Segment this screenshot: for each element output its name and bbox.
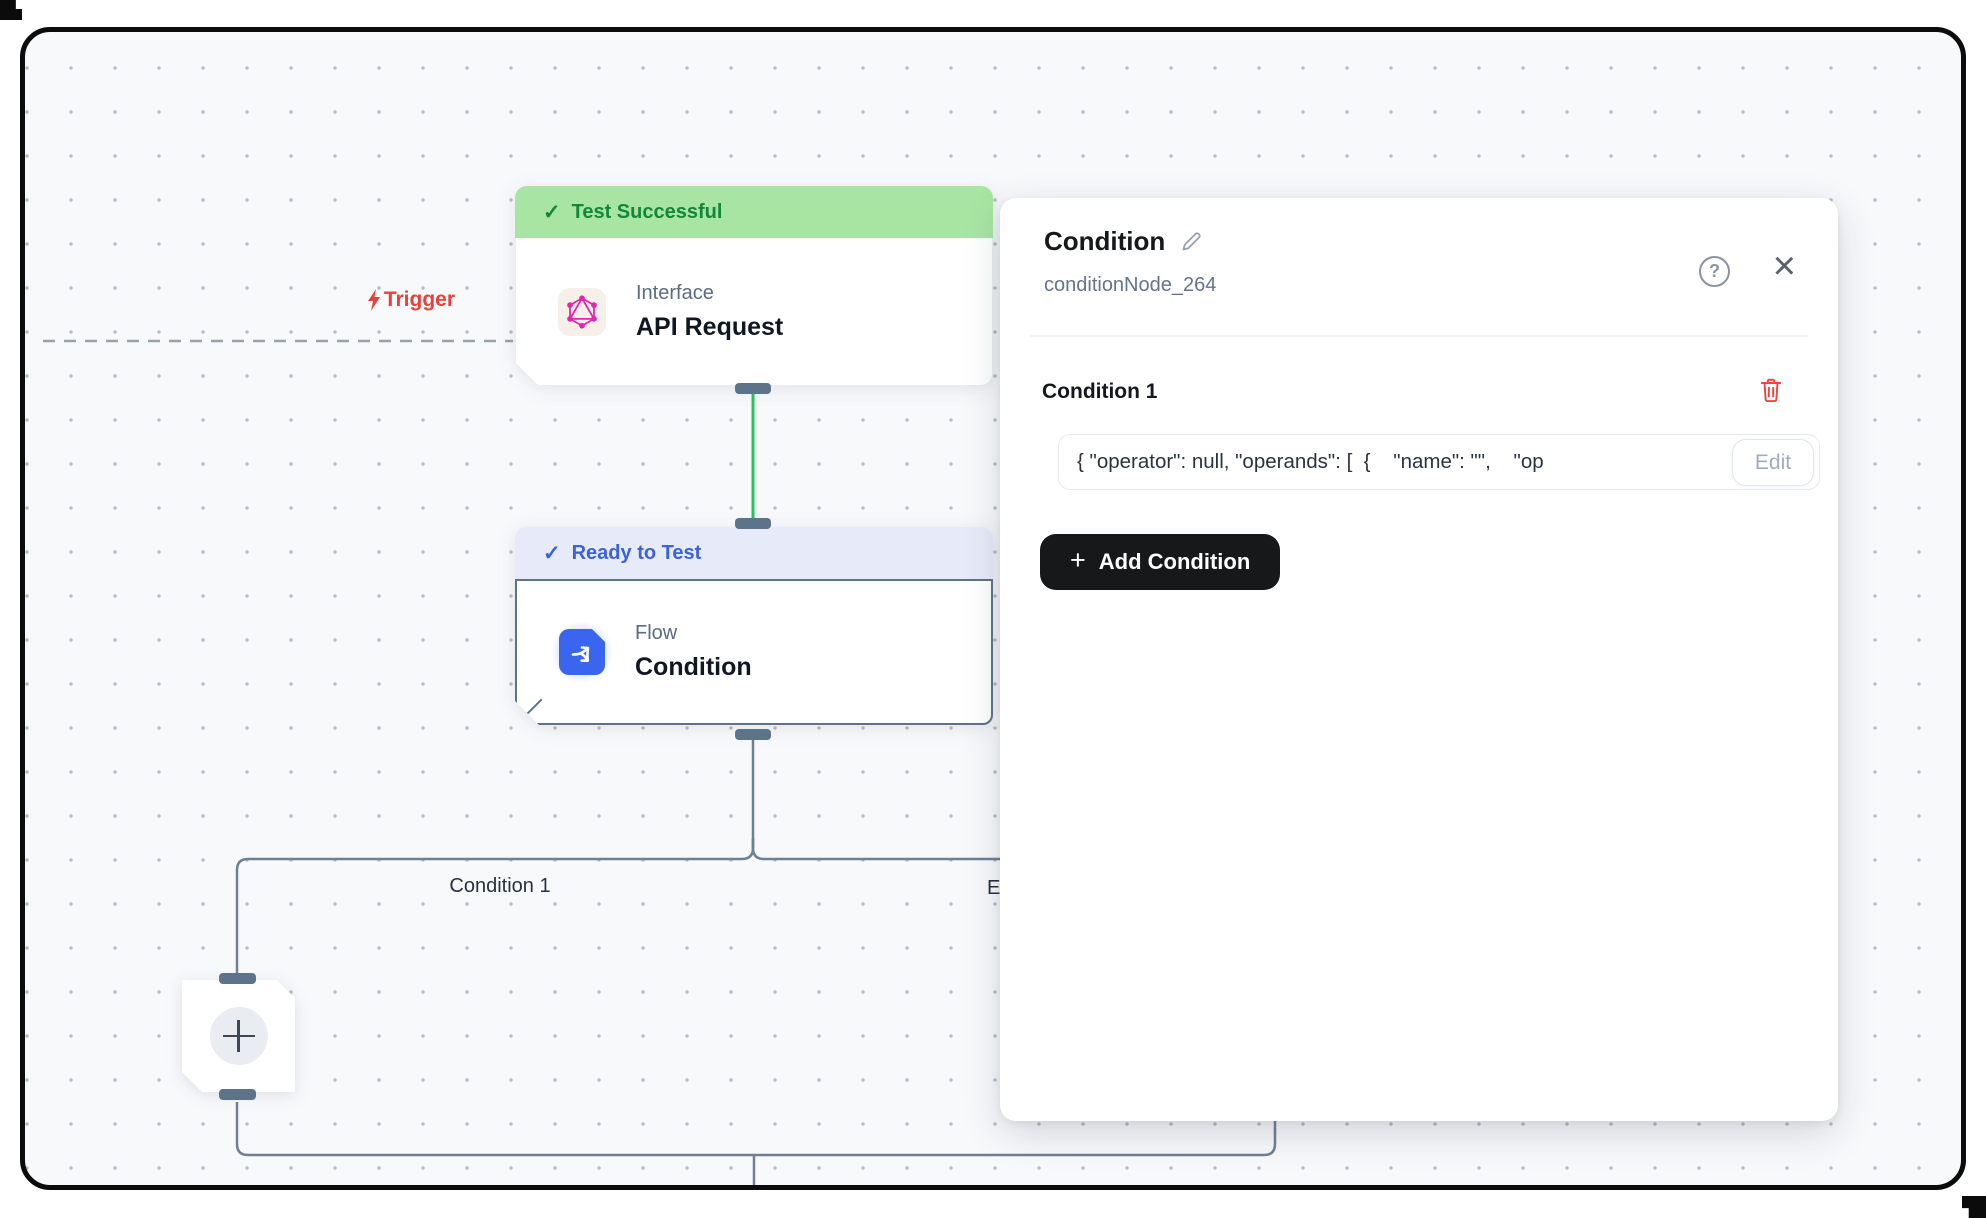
crop-mark-bottom-right [1962,1196,1986,1218]
panel-title: Condition [1044,226,1166,256]
edge-else-return [754,1072,1277,1157]
add-condition-button[interactable]: + Add Condition [1040,534,1281,590]
edit-pencil-icon[interactable] [1179,230,1203,254]
check-icon: ✓ [543,200,561,224]
status-banner-ready-to-test: ✓ Ready to Test [515,527,993,579]
node-api-request[interactable]: ✓ Test Successful Interface [515,186,993,386]
status-banner-label: Ready to Test [571,541,702,564]
trigger-text: Trigger [383,288,455,311]
crop-mark-top-left [0,0,22,20]
status-banner-test-successful: ✓ Test Successful [515,186,993,238]
edge-branch-right [751,838,1275,861]
node-title: API Request [636,312,784,341]
condition-section-heading: Condition 1 [1042,380,1158,403]
panel-divider [1030,335,1808,337]
trigger-label: Trigger [305,288,455,312]
condition-expression-text: { "operator": null, "operands": [ { "nam… [1077,450,1544,473]
close-icon[interactable]: × [1772,244,1796,288]
flow-edges [43,339,1277,1185]
check-icon: ✓ [543,541,561,565]
branch-label-condition-1: Condition 1 [449,875,551,897]
lightning-bolt-icon [367,289,380,311]
node-id-label: conditionNode_264 [1044,274,1217,296]
node-title: Condition [635,653,752,681]
edit-button[interactable]: Edit [1732,439,1814,486]
graphql-icon [558,288,606,336]
help-icon[interactable]: ? [1699,256,1730,287]
handle-api-bottom[interactable] [735,383,771,394]
handle-plus-bottom[interactable] [219,1089,256,1100]
handle-plus-top[interactable] [219,973,256,984]
node-category-label: Flow [635,622,678,644]
branch-arrows-icon [559,629,605,675]
flow-canvas[interactable]: Trigger ✓ Test Successful [20,27,1966,1190]
add-node-button[interactable] [182,980,295,1092]
plus-icon: + [1070,545,1086,575]
node-category-label: Interface [636,281,714,304]
condition-config-panel: Condition conditionNode_264 ? × Conditio… [1000,198,1838,1121]
trash-icon[interactable] [1758,376,1784,404]
node-flow-condition[interactable]: ✓ Ready to Test Flow Condition [515,527,993,725]
handle-condition-top[interactable] [735,518,771,529]
condition-expression-box[interactable]: { "operator": null, "operands": [ { "nam… [1058,434,1820,490]
status-banner-label: Test Successful [571,200,723,223]
plus-icon [210,1007,268,1065]
edge-plus-return [235,1102,754,1157]
handle-condition-bottom[interactable] [735,729,771,740]
edge-branch-left [235,838,755,974]
